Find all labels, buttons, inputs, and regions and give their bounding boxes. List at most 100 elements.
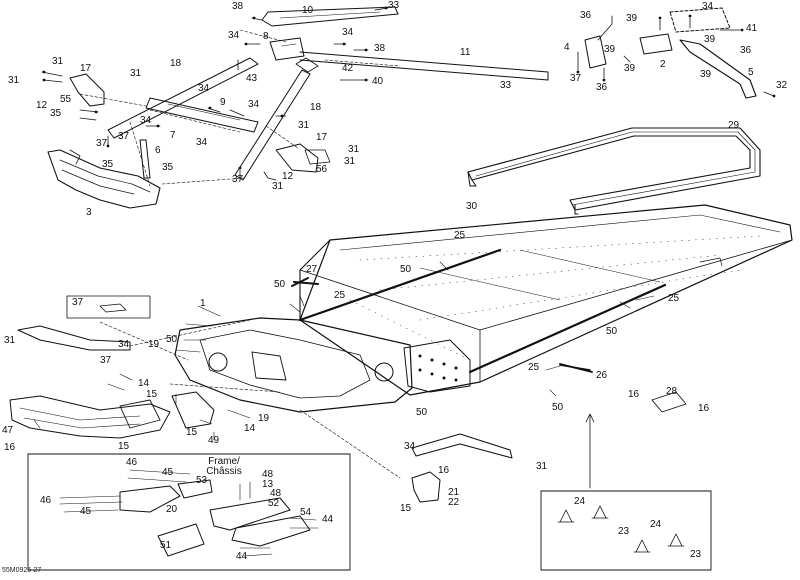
callout-15: 15 (146, 389, 158, 400)
callout-16: 16 (438, 465, 450, 476)
callout-18: 18 (310, 102, 322, 113)
callout-45: 45 (162, 467, 174, 478)
callout-54: 54 (300, 507, 312, 518)
callout-25: 25 (528, 362, 540, 373)
drawing-reference-code: 55M0925-27 (2, 567, 42, 574)
callout-34: 34 (248, 99, 260, 110)
callout-31: 31 (8, 75, 20, 86)
callout-31: 31 (272, 181, 284, 192)
callout-50: 50 (606, 326, 618, 337)
callout-41: 41 (746, 23, 758, 34)
callout-15: 15 (186, 427, 198, 438)
callout-39: 39 (700, 69, 712, 80)
callout-37: 37 (96, 138, 108, 149)
callout-35: 35 (102, 159, 114, 170)
inset-caption-chassis: Châssis (206, 466, 242, 477)
callout-40: 40 (372, 76, 384, 87)
callout-42: 42 (342, 63, 354, 74)
callout-15: 15 (400, 503, 412, 514)
callout-32: 32 (776, 80, 788, 91)
callout-53: 53 (196, 475, 208, 486)
callout-29: 29 (728, 120, 740, 131)
callout-39: 39 (624, 63, 636, 74)
callout-15: 15 (118, 441, 130, 452)
callout-13: 13 (262, 479, 274, 490)
callout-37: 37 (100, 355, 112, 366)
callout-16: 16 (4, 442, 16, 453)
callout-33: 33 (500, 80, 512, 91)
inset-box-37 (66, 295, 151, 319)
callout-11: 11 (460, 47, 471, 58)
callout-16: 16 (698, 403, 710, 414)
rear-bumper-29 (467, 127, 761, 215)
callout-47: 47 (2, 425, 14, 436)
callout-12: 12 (36, 100, 48, 111)
callout-34: 34 (702, 1, 714, 12)
callout-30: 30 (466, 201, 478, 212)
callout-38: 38 (374, 43, 386, 54)
callout-34: 34 (196, 137, 208, 148)
upper-column-assembly (41, 6, 549, 209)
callout-34: 34 (404, 441, 416, 452)
callout-37: 37 (72, 297, 84, 308)
callout-39: 39 (626, 13, 638, 24)
callout-55: 55 (60, 94, 72, 105)
callout-14: 14 (138, 378, 150, 389)
callout-7: 7 (170, 130, 176, 141)
callout-31: 31 (348, 144, 360, 155)
callout-37: 37 (232, 174, 244, 185)
callout-20: 20 (166, 504, 178, 515)
callout-36: 36 (740, 45, 752, 56)
callout-48: 48 (270, 488, 282, 499)
chassis-cradle (9, 261, 687, 503)
callout-17: 17 (316, 132, 328, 143)
inset-box-23-24 (540, 490, 712, 571)
callout-10: 10 (302, 5, 314, 16)
callout-34: 34 (198, 83, 210, 94)
tunnel-assembly (291, 204, 793, 396)
callout-31: 31 (130, 68, 142, 79)
steering-support-assembly (576, 7, 776, 99)
callout-3: 3 (86, 207, 92, 218)
inset-caption-frame: Frame/ (208, 456, 240, 467)
callout-39: 39 (604, 44, 616, 55)
callout-31: 31 (298, 120, 310, 131)
callout-50: 50 (274, 279, 286, 290)
callout-26: 26 (596, 370, 608, 381)
callout-44: 44 (236, 551, 248, 562)
callout-50: 50 (552, 402, 564, 413)
callout-18: 18 (170, 58, 182, 69)
callout-24: 24 (650, 519, 662, 530)
callout-46: 46 (126, 457, 138, 468)
callout-45: 45 (80, 506, 92, 517)
callout-37: 37 (570, 73, 582, 84)
callout-2: 2 (660, 59, 666, 70)
callout-35: 35 (162, 162, 174, 173)
callout-17: 17 (80, 63, 92, 74)
callout-31: 31 (4, 335, 16, 346)
callout-14: 14 (244, 423, 256, 434)
callout-4: 4 (564, 42, 570, 53)
inset-box-frame-chassis (27, 453, 351, 571)
callout-31: 31 (536, 461, 548, 472)
callout-28: 28 (666, 386, 678, 397)
callout-8: 8 (263, 31, 269, 42)
callout-19: 19 (258, 413, 270, 424)
callout-36: 36 (596, 82, 608, 93)
callout-43: 43 (246, 73, 258, 84)
callout-50: 50 (166, 334, 178, 345)
callout-33: 33 (388, 0, 400, 11)
callout-25: 25 (668, 293, 680, 304)
callout-22: 22 (448, 497, 460, 508)
callout-23: 23 (618, 526, 630, 537)
callout-1: 1 (200, 298, 206, 309)
callout-52: 52 (268, 498, 280, 509)
callout-48: 48 (262, 469, 274, 480)
callout-36: 36 (580, 10, 592, 21)
callout-50: 50 (416, 407, 428, 418)
callout-12: 12 (282, 171, 294, 182)
callout-35: 35 (50, 108, 62, 119)
callout-46: 46 (40, 495, 52, 506)
